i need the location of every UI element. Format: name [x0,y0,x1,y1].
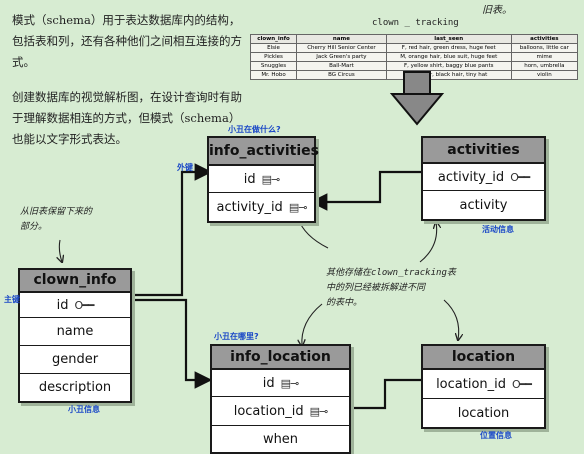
clown-info-field-id: id O━━ [20,293,130,318]
intro-paragraph-1: 模式（schema）用于表达数据库内的结构，包括表和列，还有各种他们之间相互连接… [12,13,242,69]
info-location-table: info_location id ▤⊸ location_id ▤⊸ when [210,344,351,454]
field-label: id [262,375,275,391]
note-arrow-clown-info [59,239,62,262]
field-label: activity_id [437,169,505,185]
field-label: activity_id [216,199,283,215]
info-activities-table: info_activities id ▤⊸ activity_id ▤⊸ [207,136,319,223]
primary-key-label: 主键 [4,295,20,304]
field-label: location_id [233,403,304,419]
field-label: description [38,380,112,395]
field-label: name [56,324,94,339]
location-table: location location_id O━━ location [421,344,546,429]
foreign-key-icon: ▤⊸ [309,404,329,418]
clown-info-field-description: description [20,374,130,401]
intro-text: 模式（schema）用于表达数据库内的结构，包括表和列，还有各种他们之间相互连接… [12,10,244,164]
location-header: location [423,346,544,370]
clown-info-header: clown_info [20,270,130,293]
field-label: id [56,297,69,313]
left-note-line: 部分。 [20,222,48,232]
clown-info-field-gender: gender [20,346,130,374]
table-row: Elsie Cherry Hill Senior Center F, red h… [249,43,579,53]
activities-field-activity: activity [423,191,544,219]
foreign-key-label: 外键 [177,163,193,172]
table-cell: violin [510,70,579,80]
field-label: gender [51,352,99,367]
info-activities-field-activity-id: activity_id ▤⊸ [209,193,314,221]
activities-caption: 活动信息 [482,225,514,234]
fk-line-info-activities-id [130,163,213,297]
info-location-header: info_location [212,346,349,370]
foreign-key-icon: ▤⊸ [280,376,300,390]
old-table-note: 旧表。 [482,5,512,16]
left-note: 从旧表保留下来的 部分。 [20,205,92,235]
field-label: id [243,171,256,187]
center-note-line: 的表中。 [326,298,363,308]
info-activities-header: info_activities [209,138,319,166]
foreign-key-icon: ▤⊸ [261,172,281,186]
info-location-caption: 小丑在哪里? [214,332,259,341]
field-label: location_id [436,376,507,392]
info-activities-caption: 小丑在做什么? [228,125,281,134]
big-down-arrow [389,71,445,126]
table-cell: Mr. Hobo [249,70,298,80]
activities-header: activities [423,138,544,164]
info-location-field-id: id ▤⊸ [212,370,349,397]
info-location-field-when: when [212,426,349,452]
field-label: location [457,405,510,421]
intro-paragraph-2: 创建数据库的视觉解析图，在设计查询时有助于理解数据相连的方式，但模式（schem… [12,90,242,146]
info-activities-field-id: id ▤⊸ [209,166,314,193]
clown-info-caption: 小丑信息 [68,405,100,414]
primary-key-icon: O━━ [74,298,94,312]
field-label: when [262,431,299,447]
location-caption: 位置信息 [480,431,512,440]
activities-table: activities activity_id O━━ activity [421,136,546,221]
location-field-location: location [423,399,544,427]
activities-field-activity-id: activity_id O━━ [423,164,544,191]
table-row: Mr. Hobo BG Circus M, cigar, black hair,… [249,70,579,80]
center-note-line: 其他存储在clown_tracking表 [326,268,456,278]
note-arrow-info-location [302,303,323,346]
left-note-line: 从旧表保留下来的 [20,207,93,217]
old-table-title: clown _ tracking [372,18,459,28]
fk-line-activity-id [309,170,422,211]
center-note: 其他存储在clown_tracking表 中的列已经被拆解进不同 的表中。 [326,266,456,311]
primary-key-icon: O━━ [510,170,530,184]
clown-info-table: clown_info id O━━ name gender descriptio… [18,268,132,403]
info-location-field-location-id: location_id ▤⊸ [212,397,349,426]
primary-key-icon: O━━ [512,377,532,391]
fk-line-info-location-id [130,298,213,389]
field-label: activity [459,197,508,213]
center-note-line: 中的列已经被拆解进不同 [326,283,426,293]
note-arrow-location [443,299,459,340]
clown-info-field-name: name [20,318,130,346]
note-arrow-activities [419,222,437,263]
location-field-location-id: location_id O━━ [423,370,544,399]
foreign-key-icon: ▤⊸ [288,200,308,214]
